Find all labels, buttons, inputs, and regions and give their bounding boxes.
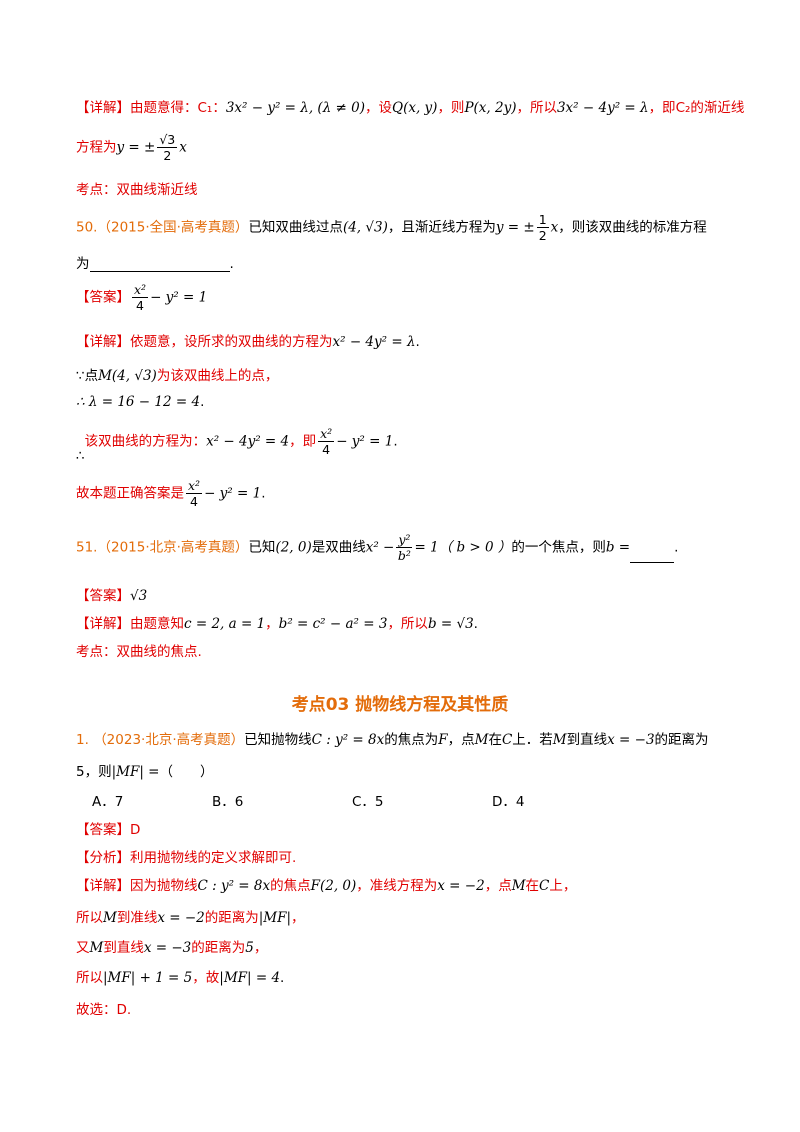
- p1-detail-line-4: 所以|MF| + 1 = 5，故|MF| = 4.: [76, 970, 285, 986]
- p1-detail-line-1: 【详解】因为抛物线C : y² = 8x的焦点F(2, 0)，准线方程为x = …: [76, 878, 577, 894]
- analysis-tag: 【分析】: [76, 850, 130, 866]
- answer-tag: 【答案】: [76, 822, 130, 838]
- option-a[interactable]: A．7: [92, 794, 124, 810]
- answer-blank: [630, 552, 675, 563]
- q49-kaodian: 考点：双曲线渐近线: [76, 182, 198, 198]
- question-number: 1.: [76, 732, 89, 748]
- detail-tag: 【详解】: [76, 334, 130, 350]
- p1-stem-line-2: 5，则|MF| =（ ）: [76, 764, 214, 780]
- p1-stem-line-1: 1. （2023·北京·高考真题）已知抛物线C : y² = 8x的焦点为F，点…: [76, 732, 709, 748]
- q50-detail-line-1: 【详解】依题意，设所求的双曲线的方程为x² − 4y² = λ.: [76, 334, 420, 350]
- q51-answer: 【答案】√3: [76, 588, 148, 604]
- question-source: （2015·全国·高考真题）: [97, 219, 249, 236]
- section-heading: 考点03 抛物线方程及其性质: [291, 695, 509, 715]
- q50-detail-line-2: ∵点M(4, √3)为该双曲线上的点，: [76, 368, 279, 384]
- p1-detail-line-2: 所以M到准线x = −2的距离为|MF|，: [76, 910, 305, 926]
- option-c[interactable]: C．5: [352, 794, 384, 810]
- p1-analysis: 【分析】利用抛物线的定义求解即可.: [76, 850, 297, 866]
- detail-tag: 【详解】: [76, 878, 130, 894]
- detail-tag: 【详解】: [76, 616, 130, 632]
- question-source: （2023·北京·高考真题）: [93, 732, 245, 748]
- q51-detail: 【详解】由题意知c = 2, a = 1，b² = c² − a² = 3，所以…: [76, 616, 478, 632]
- q51-kaodian: 考点：双曲线的焦点.: [76, 644, 202, 660]
- p1-answer: 【答案】D: [76, 822, 141, 838]
- q50-detail-line-3: ∴ λ = 16 − 12 = 4.: [76, 394, 205, 410]
- question-source: （2015·北京·高考真题）: [97, 539, 249, 556]
- option-d[interactable]: D．4: [492, 794, 525, 810]
- question-number: 50.: [76, 219, 98, 236]
- q50-stem-line-1: 50.（2015·全国·高考真题）已知双曲线过点(4, √3)，且渐近线方程为y…: [76, 212, 707, 243]
- p1-detail-line-3: 又M到直线x = −3的距离为5，: [76, 940, 268, 956]
- detail-tag: 【详解】: [76, 100, 130, 116]
- q50-stem-line-2: 为.: [76, 256, 234, 272]
- answer-tag: 【答案】: [76, 289, 130, 306]
- option-b[interactable]: B．6: [212, 794, 244, 810]
- answer-blank: [89, 257, 230, 272]
- answer-tag: 【答案】: [76, 588, 130, 604]
- q49-detail-line-1: 【详解】由题意得：C₁：3x² − y² = λ, (λ ≠ 0)，设Q(x, …: [76, 100, 745, 116]
- question-number: 51.: [76, 539, 98, 556]
- p1-final: 故选：D.: [76, 1002, 132, 1018]
